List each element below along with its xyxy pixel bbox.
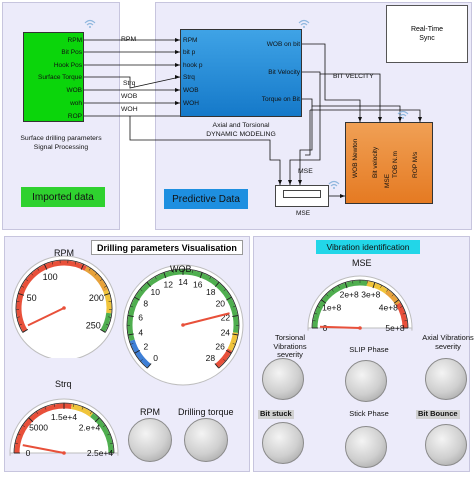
gauge-tick-label: 1.5e+4 [51,412,78,422]
signal-strq-label: Strq [123,80,135,87]
gauge-tick-label: 28 [206,353,216,363]
indicator-label: SLIP Phase [340,346,398,355]
bit-velocity-signal-label: BIT VELCITY [333,73,374,80]
gauge-tick-label: 8 [143,299,148,309]
gauge-tick-label: 250 [86,320,101,330]
gauge-tick-label: 14 [178,277,188,287]
wob-gauge-title: WOB [170,264,192,274]
indicator-label: Bit stuck [258,410,294,419]
gauge-tick-label: 3e+8 [361,290,380,300]
wifi-icon [84,18,96,28]
rpm-gauge-title: RPM [54,248,74,258]
torque-knob-label: Drilling torque [178,407,234,417]
indicator-lamp[interactable] [345,426,387,468]
gauge-tick-label: 6 [138,313,143,323]
gauge-tick-label: 2e+8 [340,290,359,300]
vibration-panel-title: Vibration identification [326,242,409,252]
gauge-tick-label: 0 [153,353,158,363]
indicator-label: Axial Vibrations severity [416,334,474,351]
strq-gauge-title: Strq [55,379,72,389]
mse-gauge-title: MSE [352,258,372,268]
gauge-tick-label: 5000 [29,423,48,433]
torque-knob[interactable] [184,418,228,462]
indicator-lamp[interactable] [262,358,304,400]
gauge-tick-label: 24 [221,328,231,338]
indicator-lamp[interactable] [262,422,304,464]
indicator-label: Stick Phase [340,410,398,419]
wifi-icon [298,18,310,28]
gauge-tick-label: 2 [144,342,149,352]
indicator-lamp[interactable] [345,360,387,402]
signal-wob-label: WOB [121,93,137,100]
gauge-tick-label: 18 [206,287,216,297]
indicator-label: Torsional Vibrations severity [258,334,322,360]
gauge-tick-label: 4 [138,328,143,338]
signal-rpm-label: RPM [121,36,136,43]
gauge-tick-label: 12 [164,280,174,290]
gauge-tick-label: 26 [215,342,225,352]
gauge-tick-label: 2.5e+4 [87,448,114,458]
gauge-tick-label: 1e+8 [322,302,341,312]
gauge-tick-label: 20 [216,299,226,309]
wifi-icon [397,109,409,119]
rpm-knob-label: RPM [140,407,160,417]
gauge-tick-label: 10 [151,287,161,297]
gauge-tick-label: 100 [43,272,58,282]
gauge-tick-label: 50 [27,293,37,303]
rpm-gauge: 50 100 200 250 [8,246,120,358]
vibration-panel-title-box: Vibration identification [316,240,420,254]
indicator-label: Bit Bounce [416,410,460,419]
gauge-tick-label: 5e+8 [385,323,404,333]
gauge-needle [320,327,360,328]
gauge-tick-label: 16 [193,280,203,290]
rpm-knob[interactable] [128,418,172,462]
wifi-icon [328,179,340,189]
gauge-tick-label: 0 [323,323,328,333]
indicator-lamp[interactable] [425,358,467,400]
indicator-lamp[interactable] [425,424,467,466]
gauge-tick-label: 200 [89,293,104,303]
gauge-tick-label: 0 [26,448,31,458]
gauge-tick-label: 2.e+4 [79,423,101,433]
signal-woh-label: WOH [121,106,138,113]
gauge-tick-label: 4e+8 [379,302,398,312]
